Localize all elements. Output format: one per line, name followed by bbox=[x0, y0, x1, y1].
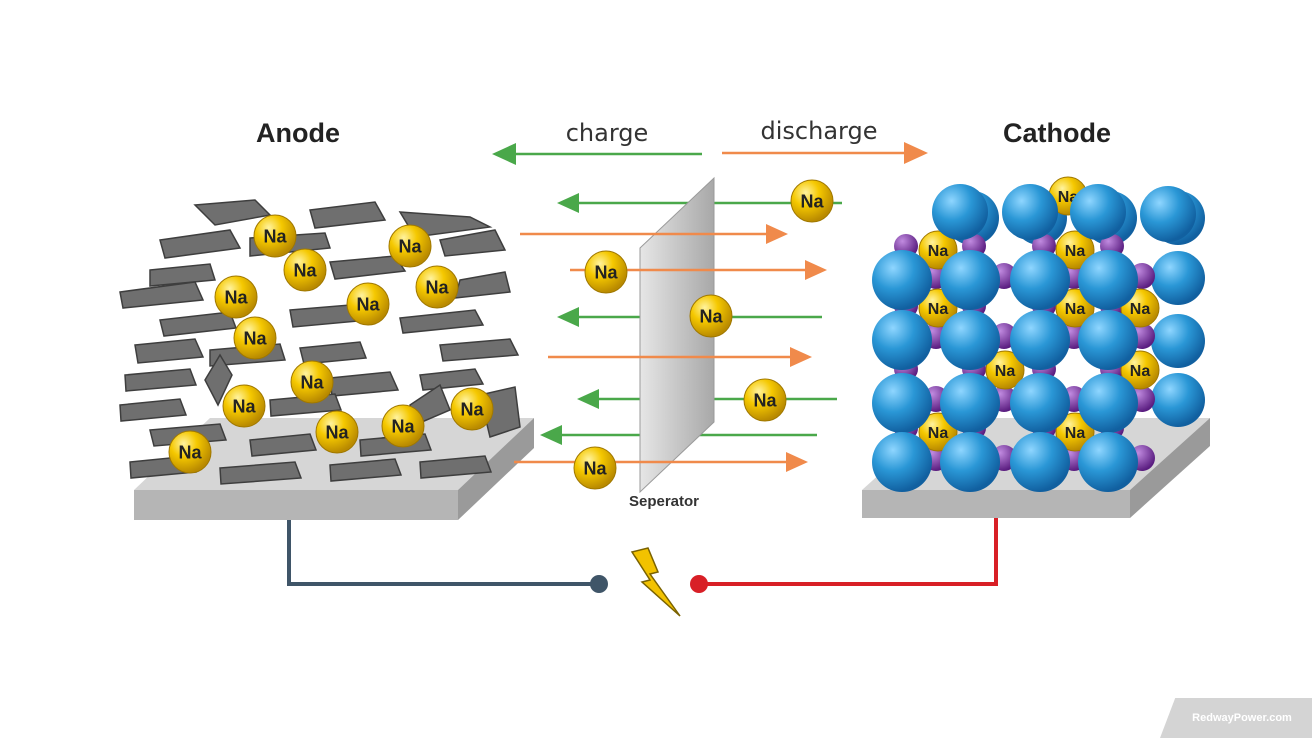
na-ion: Na bbox=[918, 230, 958, 270]
na-ion-label: Na bbox=[398, 237, 422, 257]
na-ion: Na bbox=[388, 224, 432, 268]
na-ion-label: Na bbox=[224, 288, 248, 308]
cathode-atom bbox=[1078, 310, 1138, 370]
separator-membrane bbox=[639, 176, 715, 494]
na-ion: Na bbox=[168, 430, 212, 474]
cathode-atom bbox=[932, 184, 988, 240]
na-ion-label: Na bbox=[594, 263, 618, 283]
negative-terminal bbox=[590, 575, 608, 593]
cathode-atom bbox=[1078, 373, 1138, 433]
positive-terminal bbox=[690, 575, 708, 593]
discharge-direction-arrow bbox=[722, 142, 928, 164]
na-ion-label: Na bbox=[699, 307, 723, 327]
cathode-atom bbox=[1151, 373, 1205, 427]
na-ion: Na bbox=[253, 214, 297, 258]
external-circuit bbox=[287, 518, 998, 617]
cathode-atom bbox=[940, 373, 1000, 433]
na-ion-label: Na bbox=[300, 373, 324, 393]
cathode-atom bbox=[1010, 250, 1070, 310]
cathode-atom bbox=[872, 373, 932, 433]
cathode-atom bbox=[872, 250, 932, 310]
na-ion: Na bbox=[1055, 230, 1095, 270]
charge-ion-arrow bbox=[577, 389, 837, 409]
discharge-label: discharge bbox=[761, 117, 878, 145]
na-ion-label: Na bbox=[1130, 363, 1151, 380]
cathode-label: Cathode bbox=[1003, 118, 1111, 148]
na-ion: Na bbox=[290, 360, 334, 404]
na-ion-label: Na bbox=[425, 278, 449, 298]
na-ion: Na bbox=[283, 248, 327, 292]
na-ion-label: Na bbox=[391, 417, 415, 437]
cathode-atom bbox=[1010, 432, 1070, 492]
na-ion-label: Na bbox=[293, 261, 317, 281]
cathode-atom bbox=[872, 432, 932, 492]
na-ion: Na bbox=[214, 275, 258, 319]
na-ion: Na bbox=[315, 410, 359, 454]
na-ion: Na bbox=[346, 282, 390, 326]
na-ion: Na bbox=[584, 250, 628, 294]
charge-label: charge bbox=[566, 119, 649, 147]
cathode-atom bbox=[1140, 186, 1196, 242]
discharge-ion-arrow bbox=[548, 347, 812, 367]
na-ion: Na bbox=[1055, 412, 1095, 452]
na-ion-label: Na bbox=[1065, 425, 1086, 442]
na-ion: Na bbox=[573, 446, 617, 490]
na-ion-label: Na bbox=[1065, 243, 1086, 260]
charge-direction-arrow bbox=[492, 143, 702, 165]
cathode-atom bbox=[940, 250, 1000, 310]
anode-label: Anode bbox=[256, 118, 340, 148]
na-ion-label: Na bbox=[928, 243, 949, 260]
positive-wire bbox=[700, 518, 998, 586]
na-ion: Na bbox=[450, 387, 494, 431]
na-ion-label: Na bbox=[460, 400, 484, 420]
na-ion-label: Na bbox=[263, 227, 287, 247]
lightning-bolt-icon bbox=[630, 547, 681, 617]
cathode-atom bbox=[1151, 314, 1205, 368]
na-ion: Na bbox=[222, 384, 266, 428]
cathode-atom bbox=[1078, 250, 1138, 310]
cathode-atom bbox=[940, 310, 1000, 370]
discharge-ion-arrow bbox=[514, 452, 808, 472]
na-ion-label: Na bbox=[583, 459, 607, 479]
cathode-atom bbox=[1070, 184, 1126, 240]
na-ion-label: Na bbox=[243, 329, 267, 349]
na-ion: Na bbox=[1120, 350, 1160, 390]
na-ion-label: Na bbox=[753, 391, 777, 411]
na-ion-label: Na bbox=[1065, 301, 1086, 318]
watermark: RedwayPower.com bbox=[1160, 698, 1312, 738]
na-ion-label: Na bbox=[178, 443, 202, 463]
na-ion-label: Na bbox=[995, 363, 1016, 380]
na-ion-label: Na bbox=[232, 397, 256, 417]
na-ion-label: Na bbox=[800, 192, 824, 212]
cathode-atom bbox=[872, 310, 932, 370]
na-ion: Na bbox=[233, 316, 277, 360]
na-ion-label: Na bbox=[1130, 301, 1151, 318]
na-ion: Na bbox=[381, 404, 425, 448]
negative-wire bbox=[287, 520, 598, 586]
na-ion: Na bbox=[689, 294, 733, 338]
discharge-ion-arrow bbox=[520, 224, 788, 244]
separator-label: Seperator bbox=[629, 493, 699, 510]
na-ion-label: Na bbox=[325, 423, 349, 443]
cathode-atom bbox=[940, 432, 1000, 492]
na-ion: Na bbox=[415, 265, 459, 309]
na-ion: Na bbox=[790, 179, 834, 223]
cathode-atom bbox=[1151, 251, 1205, 305]
na-ion-label: Na bbox=[356, 295, 380, 315]
cathode-atom bbox=[1010, 310, 1070, 370]
cathode-atom bbox=[1002, 184, 1058, 240]
na-ion-label: Na bbox=[928, 301, 949, 318]
na-ion: Na bbox=[743, 378, 787, 422]
na-ion: Na bbox=[985, 350, 1025, 390]
na-ion-label: Na bbox=[928, 425, 949, 442]
cathode-atom bbox=[1078, 432, 1138, 492]
cathode-atom bbox=[1010, 373, 1070, 433]
